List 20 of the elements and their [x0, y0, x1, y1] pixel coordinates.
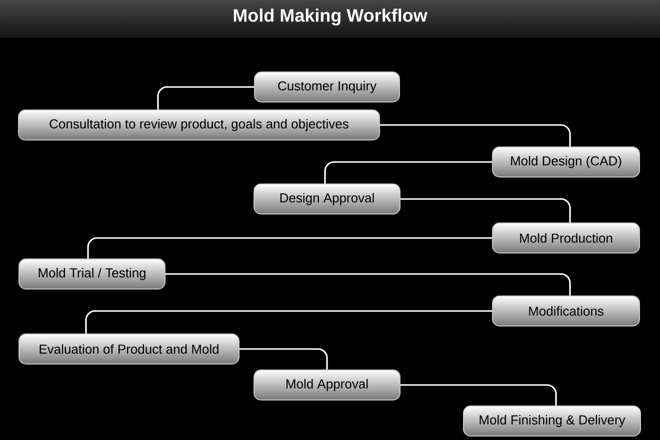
connector-line [400, 198, 571, 222]
connector-line [324, 161, 492, 184]
connector-line [400, 384, 557, 406]
connector-line [85, 310, 492, 334]
process-box: Customer Inquiry [254, 72, 400, 102]
connector-line [157, 86, 254, 110]
process-box: Mold Approval [254, 370, 400, 400]
process-box: Mold Design (CAD) [492, 146, 640, 178]
process-box: Mold Finishing & Delivery [463, 406, 641, 436]
connector-line [166, 273, 571, 296]
process-box: Consultation to review product, goals and objectives [18, 110, 380, 140]
process-box: Modifications [492, 296, 640, 326]
connector-line [87, 237, 492, 258]
title-bar: Mold Making Workflow [0, 0, 660, 38]
connector-line [380, 124, 571, 146]
process-box: Mold Production [492, 222, 640, 254]
connector-line [240, 348, 328, 370]
process-box: Design Approval [254, 184, 400, 214]
process-box: Evaluation of Product and Mold [18, 334, 240, 364]
process-box: Mold Trial / Testing [18, 258, 166, 290]
